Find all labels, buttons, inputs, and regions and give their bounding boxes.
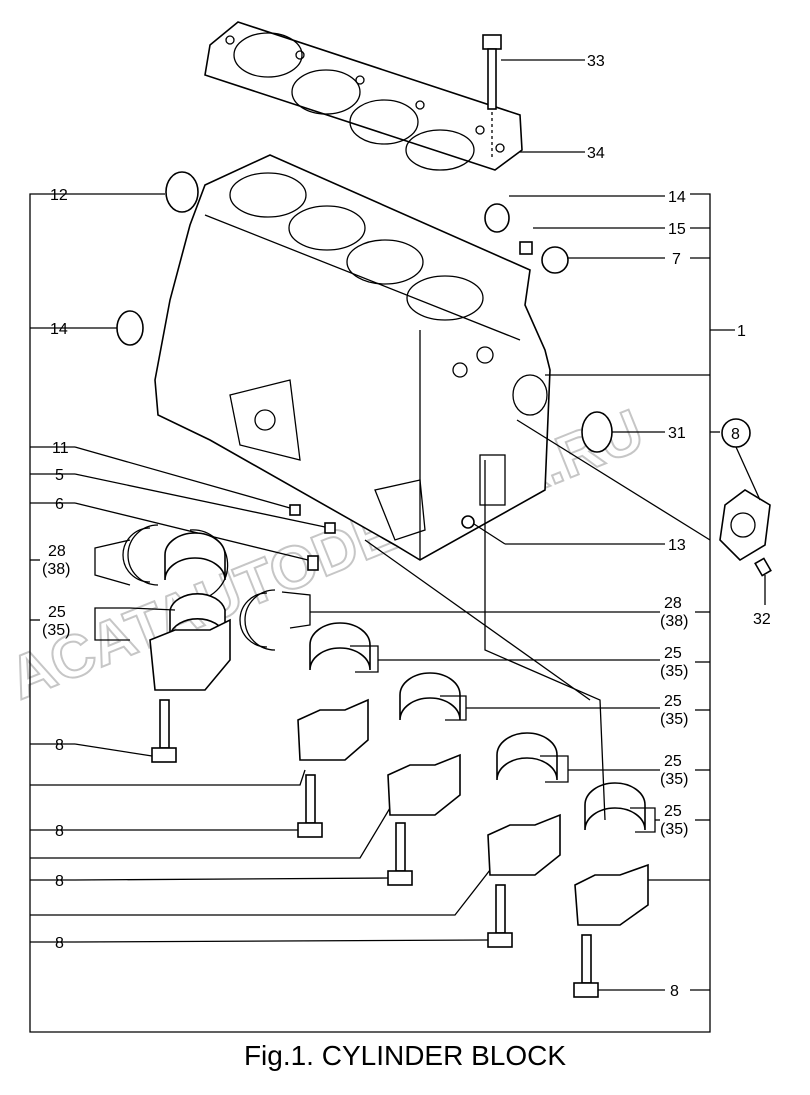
callout-8-e: 8 [670, 983, 679, 1000]
callout-32: 32 [753, 611, 771, 628]
callout-28-right: 28 [664, 595, 682, 612]
cover-plate [719, 489, 771, 562]
plug-7 [541, 246, 569, 274]
callout-8-b: 8 [55, 823, 64, 840]
plug-5 [324, 522, 336, 534]
head-bolt [482, 34, 502, 160]
callout-38-left: (38) [42, 561, 70, 578]
callout-25-r2: 25 [664, 693, 682, 710]
callout-8-circled: 8 [731, 426, 740, 443]
callout-8-a: 8 [55, 737, 64, 754]
plug-12 [165, 171, 199, 213]
callout-25-r3: 25 [664, 753, 682, 770]
plug-11 [289, 504, 301, 516]
callout-labels: 33 34 12 14 15 7 14 1 31 8 11 5 6 13 32 … [42, 53, 771, 1000]
callout-34: 34 [587, 145, 605, 162]
bearing-cap-3 [387, 672, 461, 816]
callout-11: 11 [52, 440, 69, 457]
callout-25-left: 25 [48, 604, 66, 621]
callout-25-r1: 25 [664, 645, 682, 662]
bracket-lines [29, 193, 735, 1033]
callout-14-top: 14 [668, 189, 686, 206]
plug-14a [484, 203, 510, 233]
callout-35-left: (35) [42, 622, 70, 639]
cap-bolts [151, 699, 599, 998]
callout-35-r1: (35) [660, 663, 688, 680]
callout-14-left: 14 [50, 321, 68, 338]
callout-7: 7 [672, 251, 681, 268]
callout-35-r2: (35) [660, 711, 688, 728]
callout-38-right: (38) [660, 613, 688, 630]
callout-8-d: 8 [55, 935, 64, 952]
callout-1: 1 [737, 323, 746, 340]
bearing-cap-5 [574, 782, 649, 926]
plug-6 [307, 555, 319, 571]
callout-6: 6 [55, 496, 64, 513]
callout-31: 31 [668, 425, 686, 442]
callout-5: 5 [55, 467, 64, 484]
callout-12: 12 [50, 187, 68, 204]
callout-8-c: 8 [55, 873, 64, 890]
head-gasket [204, 21, 523, 171]
pin-13 [461, 515, 475, 529]
figure-caption: Fig.1. CYLINDER BLOCK [243, 1040, 567, 1071]
bearing-cap-4 [487, 732, 561, 876]
cover-bolt [754, 557, 772, 577]
callout-15: 15 [668, 221, 686, 238]
callout-35-r3: (35) [660, 771, 688, 788]
bearing-cap-2 [297, 622, 371, 761]
callout-25-r4: 25 [664, 803, 682, 820]
cylinder-block [154, 154, 551, 561]
callout-33: 33 [587, 53, 605, 70]
plug-15 [519, 241, 533, 255]
callout-13: 13 [668, 537, 686, 554]
plug-14b [116, 310, 144, 346]
callout-28-left: 28 [48, 543, 66, 560]
thrust-washers-right [239, 589, 276, 651]
bearing-cap-1 [149, 532, 231, 691]
bushing-31 [581, 411, 613, 453]
callout-35-r4: (35) [660, 821, 688, 838]
